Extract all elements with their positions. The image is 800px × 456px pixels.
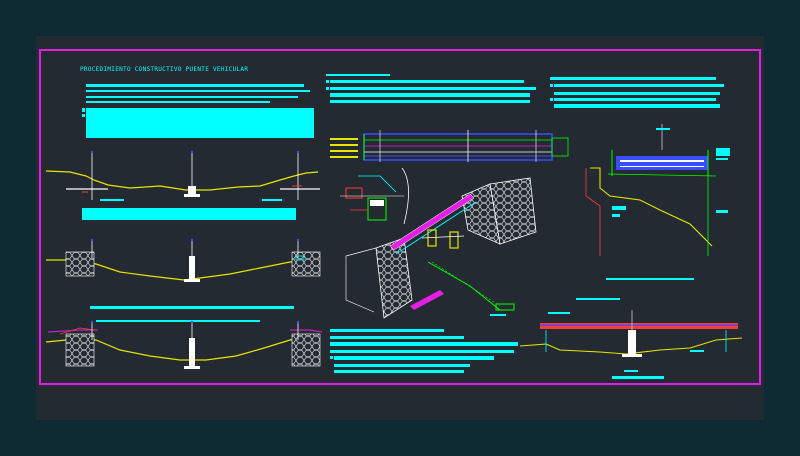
- section-3: [45, 306, 323, 369]
- notes-block-bottom-center: [330, 329, 518, 373]
- notes-block-top-right: [550, 77, 724, 108]
- pier-icon: [189, 256, 195, 280]
- beam-elevation: [330, 130, 569, 162]
- bridge-longitudinal-section: [519, 298, 743, 379]
- notes-block-top-center: [326, 74, 536, 103]
- sheet-frame: [39, 49, 761, 385]
- crane-icon: [427, 261, 501, 311]
- drawing-title: PROCEDIMIENTO CONSTRUCTIVO PUENTE VEHICU…: [80, 66, 249, 73]
- section-2: [46, 238, 321, 282]
- section-1: [45, 150, 320, 220]
- gabion-icon: [65, 251, 95, 277]
- abutment-section: [585, 124, 730, 280]
- drawing-canvas[interactable]: [36, 36, 764, 420]
- abutment-icon: [375, 237, 413, 319]
- isometric-construction: [340, 167, 537, 319]
- notes-block-top-left: [82, 84, 314, 138]
- cad-viewport[interactable]: PROCEDIMIENTO CONSTRUCTIVO PUENTE VEHICU…: [36, 36, 764, 420]
